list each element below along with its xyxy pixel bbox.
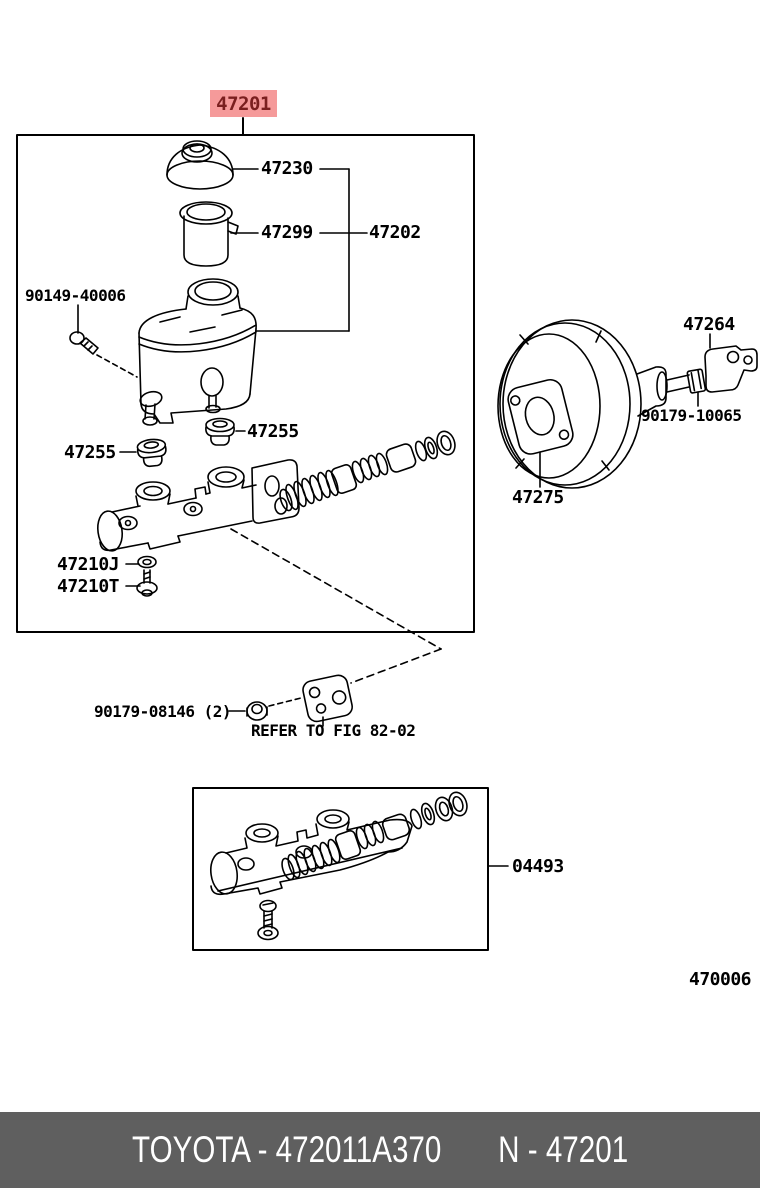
reservoir-filter-drawing (180, 202, 367, 266)
footer-fig-number: N - 47201 (498, 1129, 629, 1170)
part-label-grommet-upper[interactable]: 47255 (247, 421, 299, 442)
washer-bolt-drawing (126, 557, 157, 597)
footer-text-group: TOYOTA - 472011A370 N - 47201 (132, 1129, 628, 1171)
part-label-master-cylinder-highlighted[interactable]: 47201 (210, 90, 277, 117)
repair-kit-cylinder-drawing (208, 790, 470, 940)
reservoir-cap-drawing (167, 141, 349, 331)
part-label-washer[interactable]: 47210J (57, 554, 120, 575)
part-label-booster-gasket[interactable]: 47275 (512, 487, 564, 508)
bracket-drawing (301, 674, 354, 726)
part-label-reservoir-filter[interactable]: 47299 (261, 222, 313, 243)
part-label-clevis-lock-nut[interactable]: 90179-10065 (641, 406, 742, 425)
reservoir-bolt-drawing (70, 305, 137, 377)
main-box (17, 118, 474, 632)
part-label-booster-clevis[interactable]: 47264 (683, 314, 735, 335)
dashed-leader-lines (231, 529, 441, 706)
master-cylinder-drawing (95, 460, 299, 553)
brake-booster-drawing (498, 320, 757, 488)
part-label-reservoir-set-bolt[interactable]: 90149-40006 (25, 286, 126, 305)
grommet-upper-drawing (205, 417, 245, 446)
part-label-repair-kit[interactable]: 04493 (512, 856, 564, 877)
figure-code: 470006 (689, 969, 752, 990)
part-label-bolt[interactable]: 47210T (57, 576, 120, 597)
refer-note: REFER TO FIG 82-02 (251, 721, 416, 740)
footer-bar: TOYOTA - 472011A370 N - 47201 (0, 1112, 760, 1188)
part-label-reservoir-sub-assy[interactable]: 47202 (369, 222, 421, 243)
part-label-reservoir-cap[interactable]: 47230 (261, 158, 313, 179)
repair-kit-box (193, 788, 508, 950)
part-label-mounting-nut[interactable]: 90179-08146 (2) (94, 702, 232, 721)
reservoir-tank-drawing (139, 279, 257, 425)
grommet-lower-drawing (120, 437, 169, 469)
mounting-nut-drawing (229, 702, 267, 720)
piston-set-drawing (278, 429, 458, 512)
part-label-grommet-lower[interactable]: 47255 (64, 442, 116, 463)
footer-part-code: TOYOTA - 472011A370 (131, 1129, 442, 1170)
